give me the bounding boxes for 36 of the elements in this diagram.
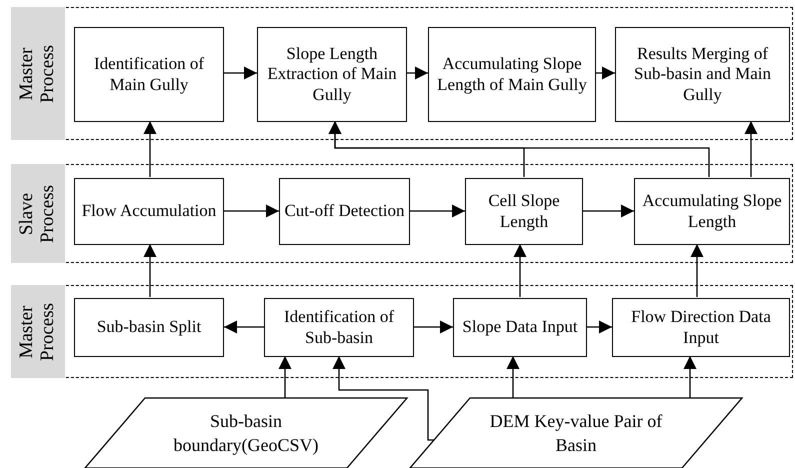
arrow — [410, 204, 465, 218]
process-box: Slope Data Input — [453, 298, 587, 357]
process-box: Accumulating Slope Length — [634, 178, 790, 245]
process-label: Master Process — [17, 43, 59, 105]
process-box: Sub-basin Split — [74, 298, 224, 357]
process-box: Cell Slope Length — [465, 178, 583, 245]
arrow — [684, 356, 696, 398]
process-box: Slope Length Extraction of Main Gully — [257, 27, 407, 122]
arrow — [224, 320, 264, 334]
arrow — [514, 244, 526, 297]
arrow — [583, 204, 634, 218]
arrow — [690, 244, 704, 297]
arrow — [587, 320, 612, 334]
arrow — [278, 356, 292, 398]
arrow — [744, 121, 758, 177]
arrow — [332, 356, 434, 441]
process-box: Identification of Main Gully — [74, 27, 224, 122]
process-box: Identification of Sub-basin — [264, 298, 414, 357]
process-box: Results Merging of Sub-basin and Main Gully — [615, 27, 790, 122]
arrow — [414, 320, 453, 334]
process-label: Master Process — [17, 301, 59, 363]
process-box: Cut-off Detection — [279, 178, 410, 245]
process-box: Accumulating Slope Length of Main Gully — [428, 27, 596, 122]
process-box: Flow Accumulation — [74, 178, 224, 245]
arrow — [506, 356, 520, 398]
data-label: Sub-basin boundary(GeoCSV) — [172, 410, 320, 457]
arrow — [144, 121, 156, 177]
arrow — [224, 204, 279, 218]
arrow — [328, 121, 710, 177]
process-label: Slave Process — [17, 183, 59, 245]
data-label: DEM Key-value Pair of Basin — [488, 410, 664, 457]
process-box: Flow Direction Data Input — [612, 298, 790, 357]
arrow — [144, 244, 156, 297]
arrow — [596, 66, 615, 80]
arrow — [224, 66, 257, 80]
arrow — [407, 66, 428, 80]
